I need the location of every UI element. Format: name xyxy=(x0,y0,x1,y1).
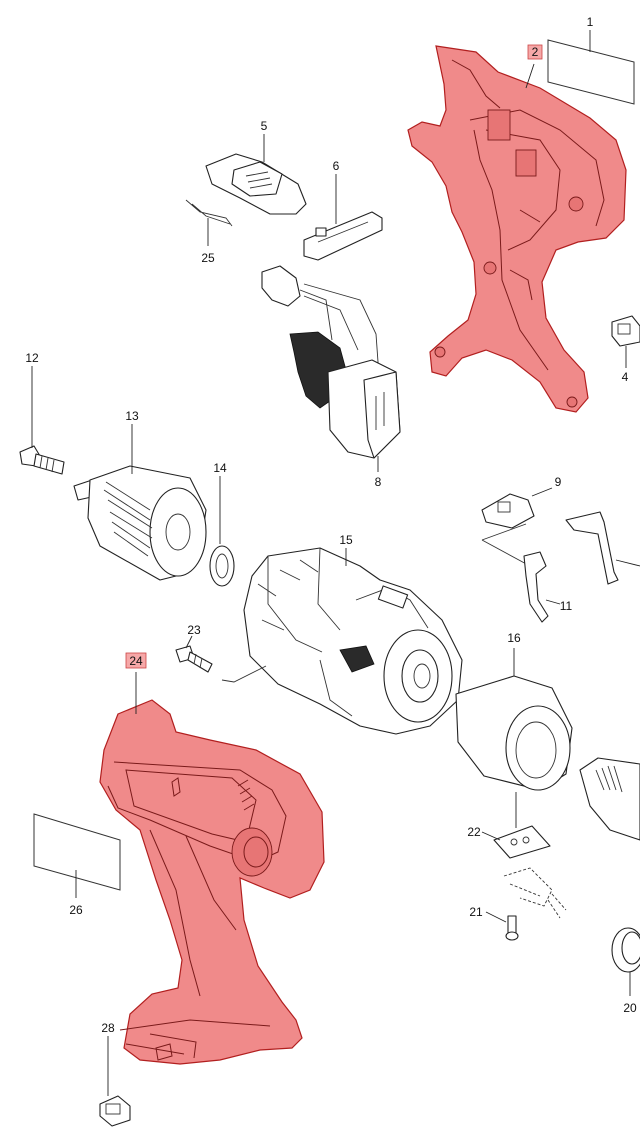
callout-8: 8 xyxy=(375,475,382,489)
callout-21: 21 xyxy=(469,905,483,919)
part-15-gearbox[interactable]: 15 xyxy=(221,533,463,735)
callout-26: 26 xyxy=(69,903,83,917)
callout-28: 28 xyxy=(101,1021,115,1035)
part-20-cap[interactable]: 20 xyxy=(611,927,640,1015)
part-24-housing-left[interactable]: 24 xyxy=(99,652,325,1065)
callout-5: 5 xyxy=(261,119,268,133)
part-9-bracket[interactable]: 9 xyxy=(481,475,562,567)
callout-4: 4 xyxy=(622,370,629,384)
callout-14: 14 xyxy=(213,461,227,475)
part-6-slider[interactable]: 6 xyxy=(303,159,383,261)
part-22-plate[interactable]: 22 xyxy=(467,792,567,919)
part-12-screw[interactable]: 12 xyxy=(19,351,65,475)
callout-6: 6 xyxy=(333,159,340,173)
part-25-spring[interactable]: 25 xyxy=(185,199,233,265)
part-1-label-plate[interactable]: 1 xyxy=(547,15,635,105)
callout-11: 11 xyxy=(560,599,573,613)
callout-1: 1 xyxy=(587,15,594,29)
part-8-trigger-switch[interactable]: 8 xyxy=(261,265,401,489)
part-5-switch-cover[interactable]: 5 xyxy=(205,119,307,215)
callout-2: 2 xyxy=(532,45,539,59)
callout-23: 23 xyxy=(187,623,201,637)
part-14-washer[interactable]: 14 xyxy=(209,461,235,587)
part-4-clip[interactable]: 4 xyxy=(611,315,640,384)
part-28-clip[interactable]: 28 xyxy=(99,1021,131,1127)
part-armature[interactable] xyxy=(579,757,640,841)
callout-25: 25 xyxy=(201,251,215,265)
callout-9: 9 xyxy=(555,475,562,489)
callout-20: 20 xyxy=(623,1001,637,1015)
callout-12: 12 xyxy=(25,351,39,365)
callout-22: 22 xyxy=(467,825,481,839)
part-terminal-right[interactable] xyxy=(565,511,640,585)
callout-13: 13 xyxy=(125,409,139,423)
part-13-drill-chuck[interactable]: 13 xyxy=(73,409,207,581)
callout-24: 24 xyxy=(129,654,143,668)
part-2-housing-right[interactable]: 2 xyxy=(407,44,627,413)
part-16-sleeve[interactable]: 16 xyxy=(455,631,573,791)
callout-15: 15 xyxy=(339,533,353,547)
callout-16: 16 xyxy=(507,631,521,645)
part-23-screw[interactable]: 23 xyxy=(175,623,213,673)
part-11-contact[interactable]: 11 xyxy=(523,551,573,623)
part-26-label-plate[interactable]: 26 xyxy=(33,813,121,917)
part-21-screw[interactable]: 21 xyxy=(469,905,519,941)
